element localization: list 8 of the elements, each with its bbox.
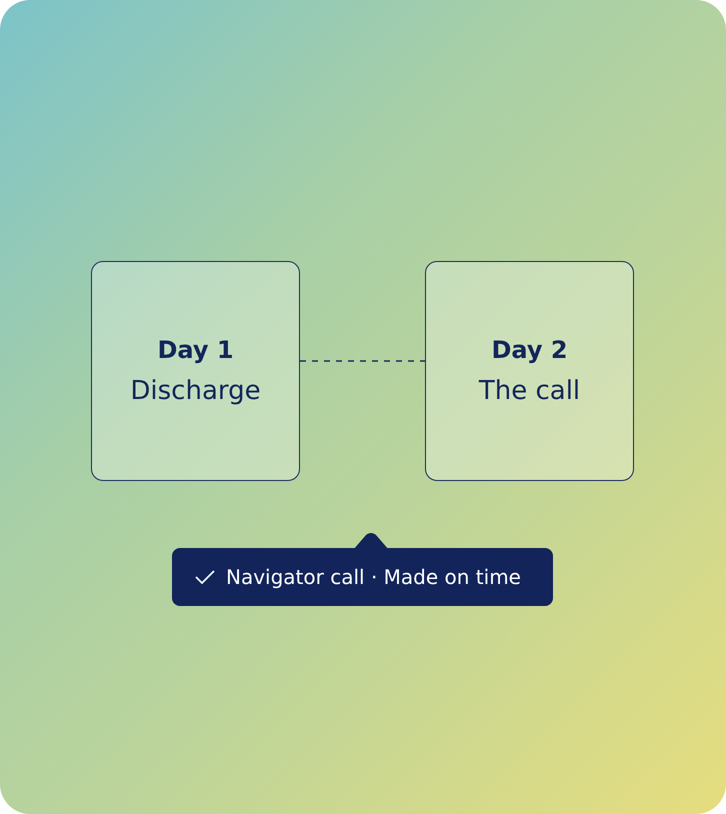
step-box bbox=[91, 261, 300, 481]
step-box bbox=[425, 261, 634, 481]
step-heading: Day 2 bbox=[491, 336, 568, 364]
step-label: Discharge bbox=[130, 376, 261, 406]
dashed-connector bbox=[300, 360, 425, 362]
step-heading: Day 1 bbox=[157, 336, 234, 364]
step-label: The call bbox=[478, 376, 580, 406]
status-text: Navigator call · Made on time bbox=[226, 565, 521, 589]
